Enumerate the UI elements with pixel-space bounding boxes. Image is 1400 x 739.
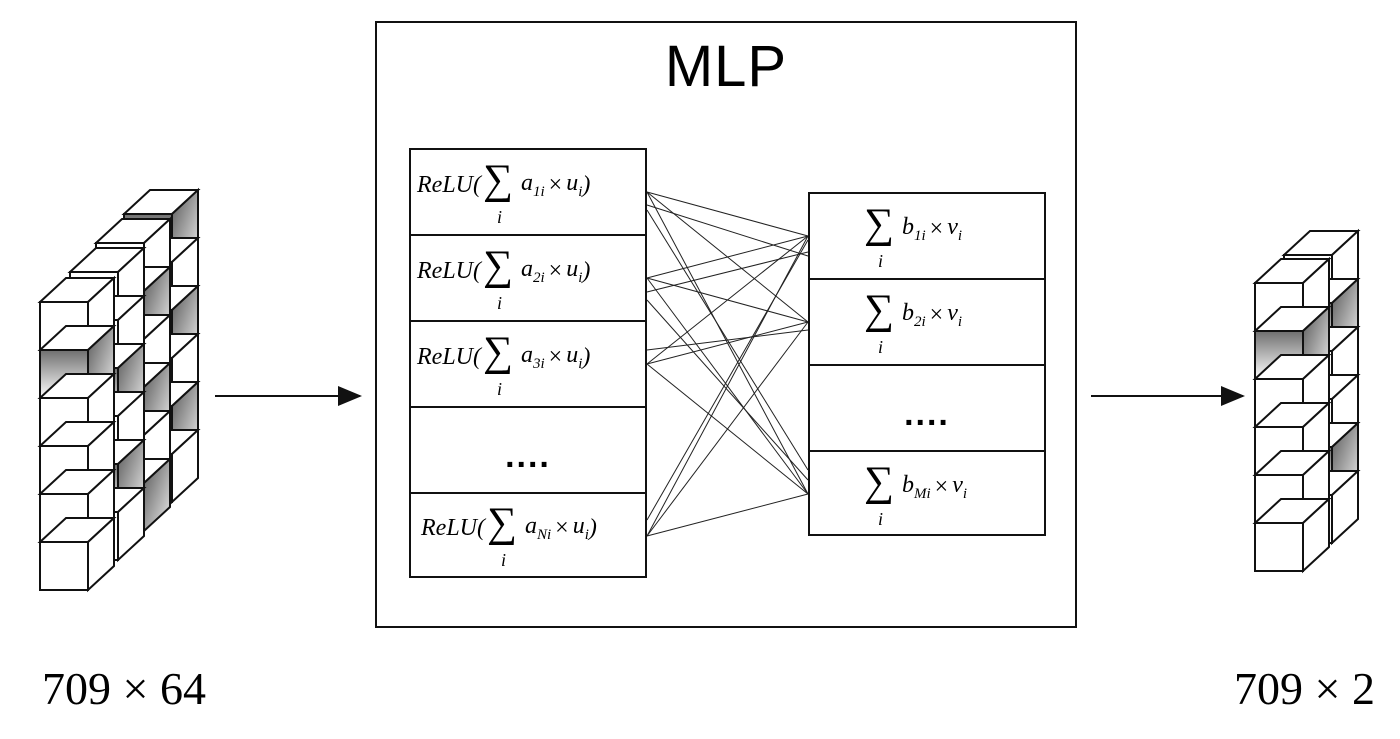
sum-symbol: ∑ <box>482 329 513 375</box>
connection-line <box>646 239 809 521</box>
relu-label: ReLU( <box>417 171 481 198</box>
times-sign: × <box>934 473 949 500</box>
coef-index: 2i <box>914 313 926 330</box>
variable-index: i <box>578 269 583 286</box>
variable: u <box>566 169 579 196</box>
mlp-box <box>375 21 1077 628</box>
connection-line <box>646 321 809 365</box>
coef-index: 1i <box>532 183 545 200</box>
connection-line <box>646 321 809 537</box>
coef: b <box>902 471 914 498</box>
coef: a <box>524 512 537 539</box>
close-paren: ) <box>588 514 597 541</box>
coef: a <box>520 169 533 196</box>
sum-index: i <box>878 509 884 529</box>
variable-index: i <box>957 227 963 244</box>
variable: u <box>566 341 579 368</box>
coef-index: Ni <box>536 526 552 543</box>
times-sign: × <box>929 301 944 328</box>
times-sign: × <box>555 514 569 541</box>
input-tensor-icon <box>37 187 201 593</box>
coef-index: Mi <box>914 485 931 502</box>
sum-symbol: ∑ <box>864 459 894 505</box>
connection-line <box>646 209 809 471</box>
connection-line <box>646 235 809 279</box>
coef: a <box>520 341 533 368</box>
times-sign: × <box>548 343 563 370</box>
output-neuron-m <box>808 450 1046 536</box>
variable-index: i <box>957 313 963 330</box>
variable: v <box>952 471 963 498</box>
connection-line <box>646 235 809 365</box>
coef-index: 1i <box>914 227 926 244</box>
times-sign: × <box>929 215 944 242</box>
variable-index: i <box>578 355 583 372</box>
sum-index: i <box>500 550 506 570</box>
variable-index: i <box>962 485 968 502</box>
sum-index: i <box>496 379 502 399</box>
hidden-ellipsis: .... <box>505 437 551 475</box>
variable-index: i <box>578 183 583 200</box>
input-dimension-label: 709 × 64 <box>42 663 206 714</box>
sum-symbol: ∑ <box>864 201 894 247</box>
variable: u <box>572 512 585 539</box>
connection-lines <box>646 191 809 537</box>
coef: b <box>902 213 914 240</box>
sum-symbol: ∑ <box>864 287 894 333</box>
close-paren: ) <box>582 171 591 198</box>
sum-index: i <box>878 337 884 357</box>
output-ellipsis: .... <box>904 395 950 433</box>
times-sign: × <box>548 257 563 284</box>
sum-symbol: ∑ <box>482 243 513 289</box>
output-cube-front-6 <box>1252 496 1332 574</box>
sum-index: i <box>878 251 884 271</box>
times-sign: × <box>548 171 563 198</box>
output-neuron-2 <box>808 278 1046 366</box>
connection-line <box>646 299 809 481</box>
connection-line <box>646 493 809 537</box>
close-paren: ) <box>582 257 591 284</box>
relu-label: ReLU( <box>421 514 485 541</box>
sum-symbol: ∑ <box>482 157 513 203</box>
output-dimension-label: 709 × 2 <box>1234 663 1375 714</box>
input-cube-front-6 <box>37 515 117 593</box>
relu-label: ReLU( <box>417 343 481 370</box>
output-tensor-icon <box>1252 228 1361 574</box>
sum-index: i <box>496 293 502 313</box>
coef-index: 2i <box>532 269 545 286</box>
coef: a <box>520 255 533 282</box>
hidden-ellipsis-cell <box>409 406 647 494</box>
relu-label: ReLU( <box>417 257 481 284</box>
variable: v <box>947 213 958 240</box>
connection-line <box>646 191 809 237</box>
hidden-neuron-3 <box>409 320 647 408</box>
sum-index: i <box>496 207 502 227</box>
output-neuron-1 <box>808 192 1046 280</box>
sum-symbol: ∑ <box>486 500 517 546</box>
variable-index: i <box>584 526 589 543</box>
mlp-title: MLP <box>664 34 788 99</box>
coef-index: 3i <box>532 355 545 372</box>
connection-line <box>646 251 809 293</box>
connection-line <box>646 204 809 257</box>
variable: u <box>566 255 579 282</box>
close-paren: ) <box>582 343 591 370</box>
hidden-neuron-n <box>409 492 647 578</box>
variable: v <box>947 299 958 326</box>
coef: b <box>902 299 914 326</box>
